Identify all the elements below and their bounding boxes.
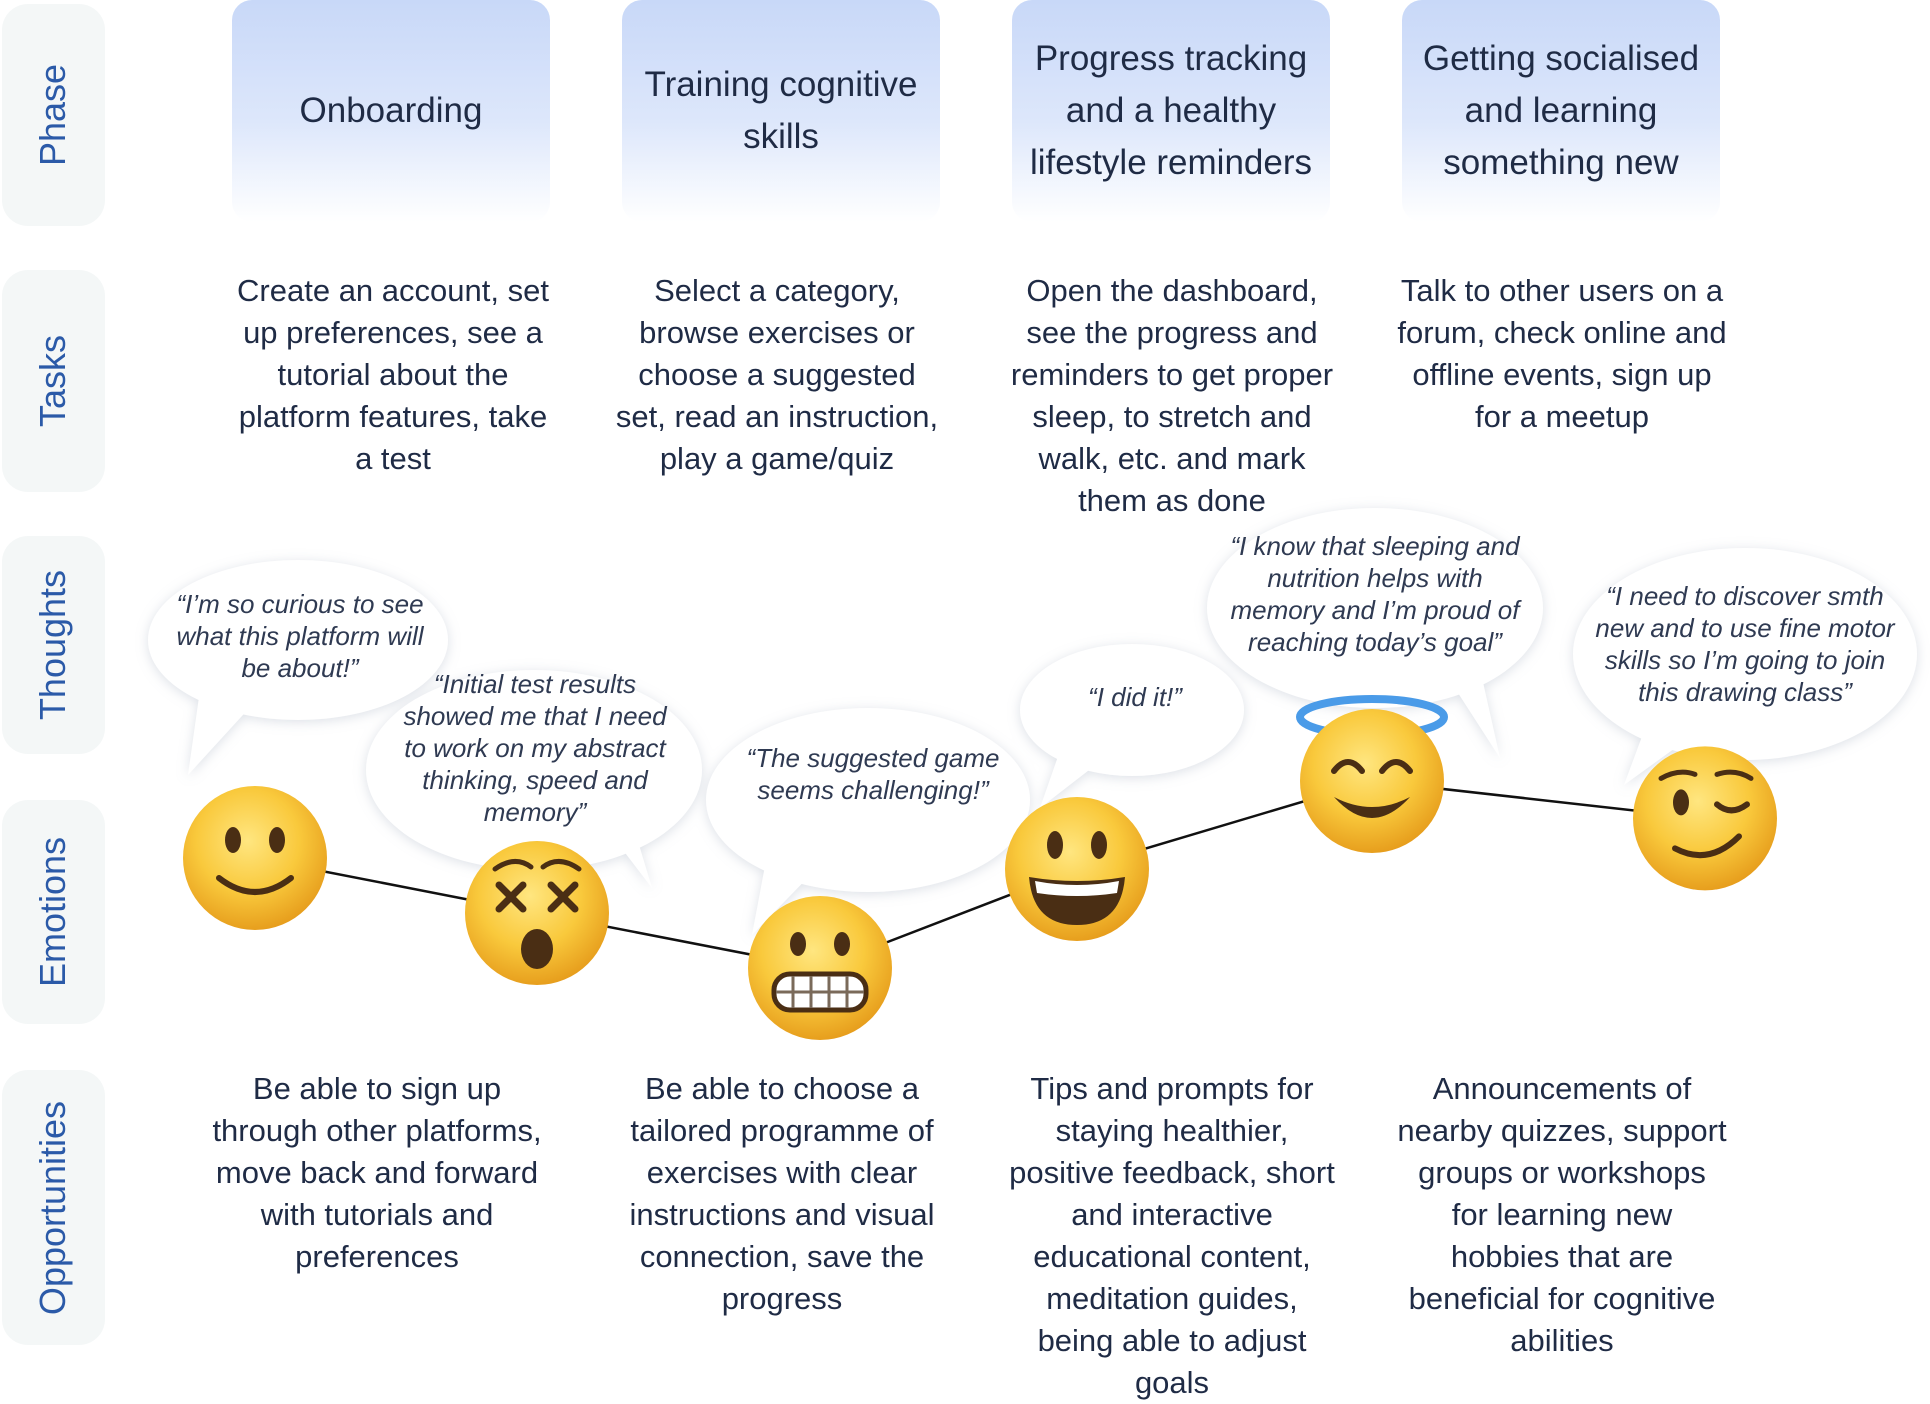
phase-card-progress: Progress tracking and a healthy lifestyl… (1012, 0, 1330, 222)
grinning-face-icon (1005, 797, 1149, 941)
row-label-tasks: Tasks (2, 270, 105, 492)
thought-bubble (148, 560, 448, 775)
thought-bubble (706, 708, 1030, 935)
opportunity-text: Be able to choose a tailored programme o… (629, 1071, 935, 1316)
row-label-thoughts: Thoughts (2, 536, 105, 754)
task-text: Talk to other users on a forum, check on… (1397, 273, 1727, 434)
phase-card-social: Getting socialised and learning somethin… (1402, 0, 1720, 222)
winking-face-icon (1633, 746, 1777, 891)
slightly-smiling-face-icon (183, 786, 327, 930)
row-label-opportunities: Opportunities (2, 1070, 105, 1345)
task-text: Select a category, browse exercises or c… (615, 273, 939, 476)
row-label-emotions: Emotions (2, 800, 105, 1024)
thought-bubble (366, 670, 702, 888)
thought-text: “I need to discover smth new and to use … (1595, 581, 1895, 707)
thought-text: “The suggested game seems challenging!” (746, 743, 1000, 805)
thought-text: “I’m so curious to see what this platfor… (176, 589, 424, 683)
thought-text: “I know that sleeping and nutrition help… (1230, 531, 1520, 657)
smiling-face-with-halo-icon (1296, 695, 1448, 853)
phase-title: Progress tracking and a healthy lifestyl… (1029, 39, 1313, 182)
thought-bubble (1207, 508, 1543, 758)
phase-title: Getting socialised and learning somethin… (1422, 39, 1700, 182)
thought-bubble (1020, 644, 1244, 808)
row-label-phase: Phase (2, 4, 105, 226)
opportunity-text: Be able to sign up through other platfor… (212, 1071, 542, 1274)
opportunity-text: Announcements of nearby quizzes, support… (1397, 1071, 1727, 1358)
grimacing-face-icon (748, 896, 892, 1040)
phase-title: Onboarding (299, 91, 483, 130)
dizzy-face-icon (465, 841, 609, 985)
task-text: Create an account, set up preferences, s… (237, 273, 549, 476)
opportunity-text: Tips and prompts for staying healthier, … (1009, 1071, 1335, 1400)
thought-bubble (1573, 548, 1917, 785)
task-text: Open the dashboard, see the progress and… (1010, 273, 1334, 518)
thought-text: “I did it!” (1088, 682, 1182, 712)
phase-card-onboarding: Onboarding (232, 0, 550, 222)
phase-card-training: Training cognitive skills (622, 0, 940, 222)
thought-text: “Initial test results showed me that I n… (403, 669, 667, 827)
phase-title: Training cognitive skills (644, 65, 918, 156)
